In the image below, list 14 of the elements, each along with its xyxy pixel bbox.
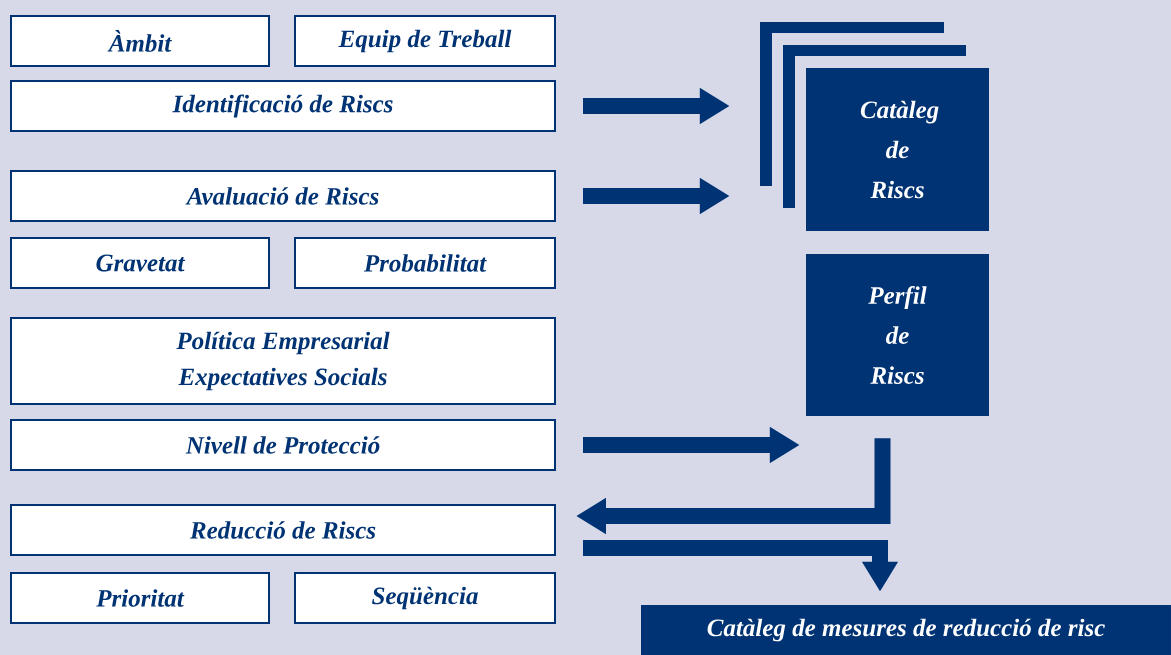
- text-box: Prioritat: [10, 572, 270, 624]
- filled-box: Catàleg de mesures de reducció de risc: [641, 605, 1171, 655]
- text-box: Equip de Treball: [294, 15, 556, 67]
- text-box: Probabilitat: [294, 237, 556, 289]
- text-box: Avaluació de Riscs: [10, 170, 556, 222]
- text-box: Nivell de Protecció: [10, 419, 556, 471]
- text-box: Seqüència: [294, 572, 556, 624]
- text-box: Identificació de Riscs: [10, 80, 556, 132]
- text-box: Reducció de Riscs: [10, 504, 556, 556]
- text-box: Política Empresarial Expectatives Socials: [10, 317, 556, 405]
- text-box: Gravetat: [10, 237, 270, 289]
- filled-box: Perfil de Riscs: [806, 254, 989, 416]
- text-box: Àmbit: [10, 15, 270, 67]
- filled-box: Catàleg de Riscs: [806, 68, 989, 231]
